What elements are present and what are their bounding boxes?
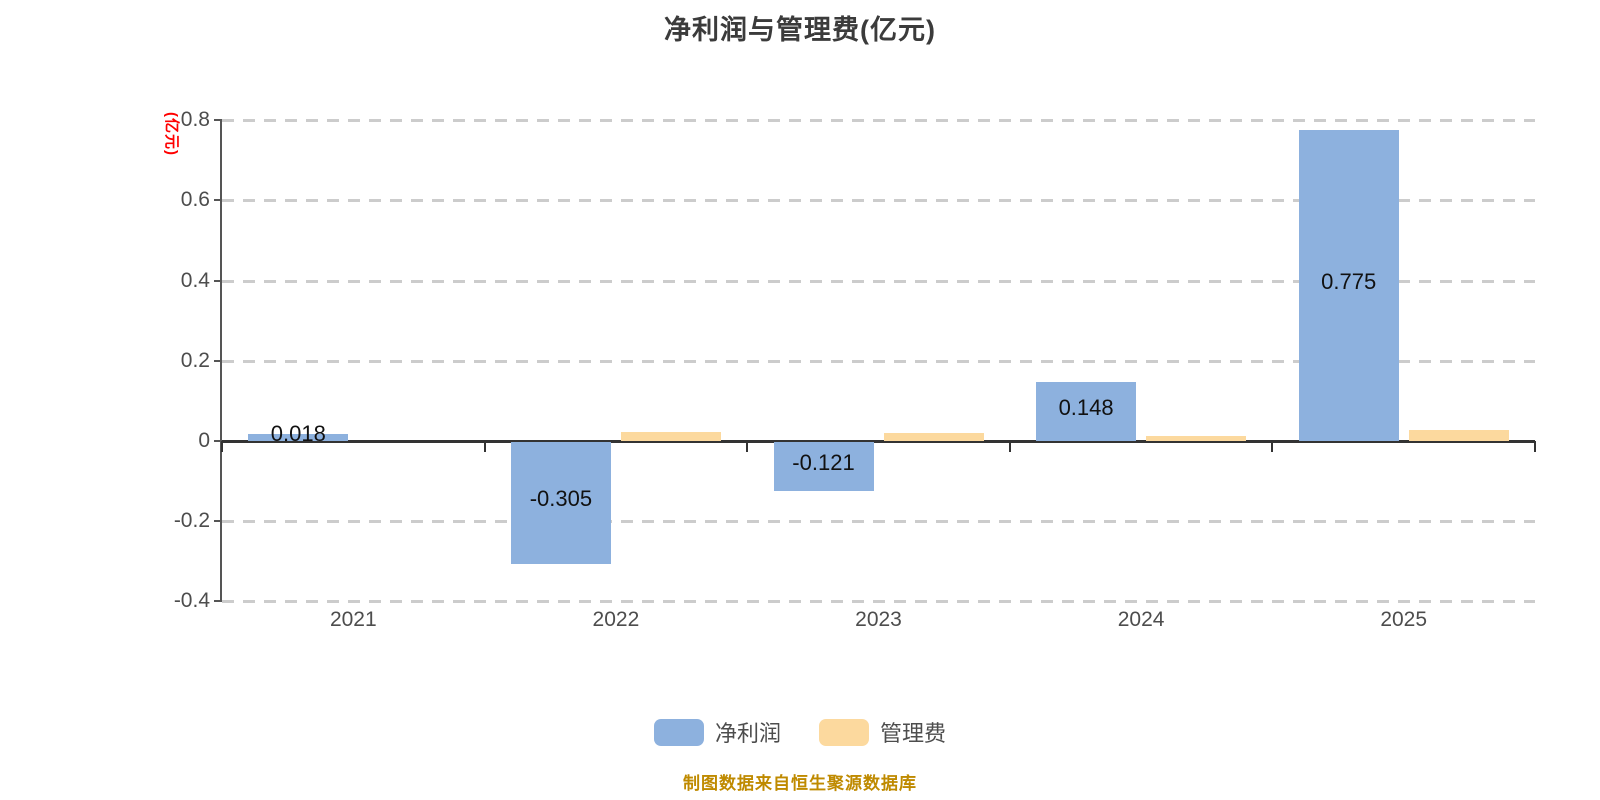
y-axis-tick-label: 0 (198, 429, 210, 452)
x-axis-tick (483, 441, 486, 452)
bar-净利润-2023 (773, 442, 874, 491)
bar-value-label: 0.775 (1321, 268, 1377, 294)
net-profit-swatch (653, 718, 704, 746)
y-axis-tick-label: 0.6 (180, 188, 210, 212)
bar-value-label: -0.121 (792, 449, 855, 475)
y-axis-tick (214, 520, 222, 523)
bar-净利润-2021 (248, 434, 349, 441)
y-axis-tick-label: 0.8 (180, 108, 210, 132)
y-axis-line (220, 120, 222, 602)
legend-label: 净利润 (714, 721, 781, 746)
y-axis-tick (214, 359, 222, 362)
x-axis-tick (1271, 441, 1274, 452)
x-axis-tick (221, 441, 223, 452)
y-axis-tick-label: -0.2 (173, 509, 210, 533)
x-axis-tick-label: 2022 (592, 608, 640, 631)
x-axis-tick (1008, 441, 1011, 452)
y-axis-tick (214, 440, 222, 442)
chart-title: 净利润与管理费(亿元) (664, 15, 936, 45)
gridline (222, 279, 1535, 283)
y-axis-tick-label: 0.4 (180, 268, 210, 292)
x-axis-zero-line (222, 440, 1535, 443)
x-axis-tick (746, 441, 749, 452)
gridline (222, 600, 1535, 604)
source-note: 制图数据来自恒生聚源数据库 (683, 774, 917, 793)
x-axis-tick-label: 2024 (1117, 608, 1165, 631)
legend-label: 管理费 (880, 721, 947, 746)
gridline (222, 199, 1535, 203)
bar-管理费-2024 (1146, 436, 1247, 441)
y-axis-tick (214, 279, 222, 282)
legend: 净利润 管理费 (0, 716, 1600, 748)
bar-value-label: 0.018 (270, 420, 326, 446)
x-axis-tick-label: 2025 (1380, 608, 1428, 631)
bar-净利润-2025 (1298, 130, 1399, 441)
gridline (222, 359, 1535, 363)
y-axis-tick (214, 600, 222, 603)
x-axis-tick-label: 2023 (855, 608, 902, 631)
y-axis-tick-label: -0.4 (173, 589, 210, 613)
legend-item-mgmt-fee[interactable]: 管理费 (819, 716, 946, 748)
bar-净利润-2022 (510, 442, 611, 564)
y-axis-tick (214, 119, 222, 122)
gridline (222, 520, 1535, 524)
bar-净利润-2024 (1036, 382, 1137, 441)
x-axis-tick-label: 2021 (329, 608, 377, 631)
bar-value-label: 0.148 (1058, 394, 1114, 420)
y-axis-tick (214, 199, 222, 202)
bar-value-label: -0.305 (529, 486, 593, 511)
y-axis-tick-label: 0.2 (180, 348, 210, 372)
bar-管理费-2023 (883, 433, 984, 441)
bar-管理费-2022 (620, 432, 721, 441)
legend-item-net-profit[interactable]: 净利润 (653, 716, 781, 748)
bar-管理费-2025 (1408, 430, 1509, 441)
x-axis-tick (1534, 441, 1536, 452)
gridline (222, 119, 1535, 123)
mgmt-fee-swatch (819, 718, 869, 746)
